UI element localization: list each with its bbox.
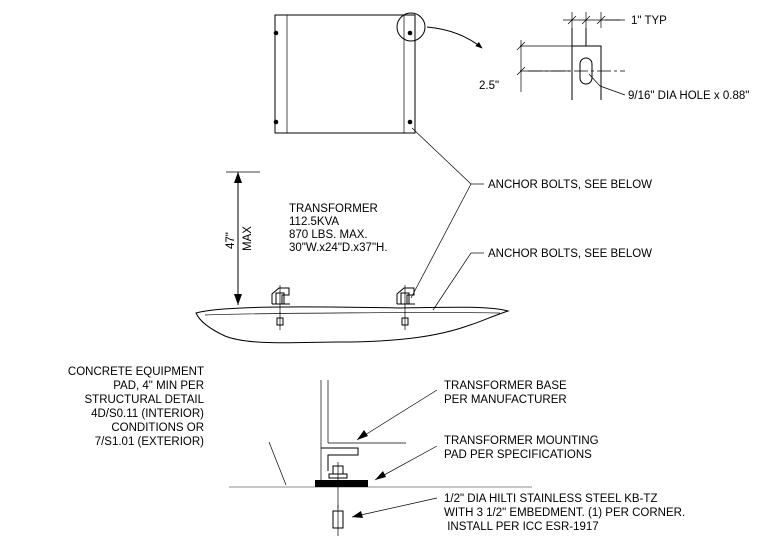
anchor-leader-plan [411,127,472,185]
plan-view [273,12,483,134]
concrete-pad-outline [195,306,510,344]
base-angle [321,447,359,471]
callout-anchor-top: ANCHOR BOLTS, SEE BELOW [488,179,652,191]
callout-pad-5: CONDITIONS OR [111,422,204,434]
base-rail-detail-outline [571,28,602,100]
hole-detail: 1" TYP 2.5" 9/16" DIA HOLE x 0.88" [479,12,749,102]
anchor-assembly-right [396,285,415,330]
elevation-view: 47" MAX TRANSFORMER 112.5KVA 870 LBS. MA… [195,127,652,344]
mounting-leader [374,445,438,481]
detail-callout-arrow [426,26,483,49]
callout-bolt-1: 1/2" DIA HILTI STAINLESS STEEL KB-TZ [444,493,658,505]
dim-typ: 1" TYP [631,15,667,27]
hole-leader [599,85,626,96]
transformer-size: 30"W.x24"D.x37"H. [289,242,388,254]
pad-leader [432,252,472,311]
bolt-hole-bottom-right [407,119,413,125]
detail-callout-circle [396,12,426,42]
dim-height: 47" [225,232,237,249]
callout-bolt-3: INSTALL PER ICC ESR-1917 [444,521,599,533]
dim-offset: 2.5" [479,80,499,92]
transformer-weight: 870 LBS. MAX. [289,229,368,241]
transformer-name: TRANSFORMER [289,203,378,215]
callout-pad-6: 7/S1.01 (EXTERIOR) [95,436,204,448]
base-leader [356,389,438,441]
slotted-hole [579,57,593,85]
callout-mounting-2: PAD PER SPECIFICATIONS [444,449,592,461]
concrete-pad-leader [268,441,287,486]
transformer-rating: 112.5KVA [289,216,339,228]
callout-base-1: TRANSFORMER BASE [444,380,567,392]
callout-pad-4: 4D/S0.11 (INTERIOR) [91,408,204,420]
mounting-pad [315,480,368,487]
bolt-hole-bottom-left [273,119,279,125]
anchor-leader-elev [410,183,472,299]
callout-bolt-2: WITH 3 1/2" EMBEDMENT. (1) PER CORNER. [444,507,685,519]
callout-pad-2: PAD, 4" MIN PER [113,380,204,392]
dim-height-max: MAX [242,226,254,251]
bolt-leader [351,497,438,518]
callout-pad-1: CONCRETE EQUIPMENT [68,366,204,378]
bolt-hole-top-left [273,30,279,36]
callout-base-2: PER MANUFACTURER [444,394,567,406]
anchor-assembly-left [271,285,290,330]
dim-hole: 9/16" DIA HOLE x 0.88" [628,90,749,102]
callout-mounting-1: TRANSFORMER MOUNTING [444,435,599,447]
bolt-hole-top-right [407,30,413,36]
callout-pad-3: STRUCTURAL DETAIL [85,394,205,406]
transformer-plan-outline [274,14,416,134]
callout-anchor-mid: ANCHOR BOLTS, SEE BELOW [488,248,652,260]
section-view: CONCRETE EQUIPMENT PAD, 4" MIN PER STRUC… [68,366,685,536]
